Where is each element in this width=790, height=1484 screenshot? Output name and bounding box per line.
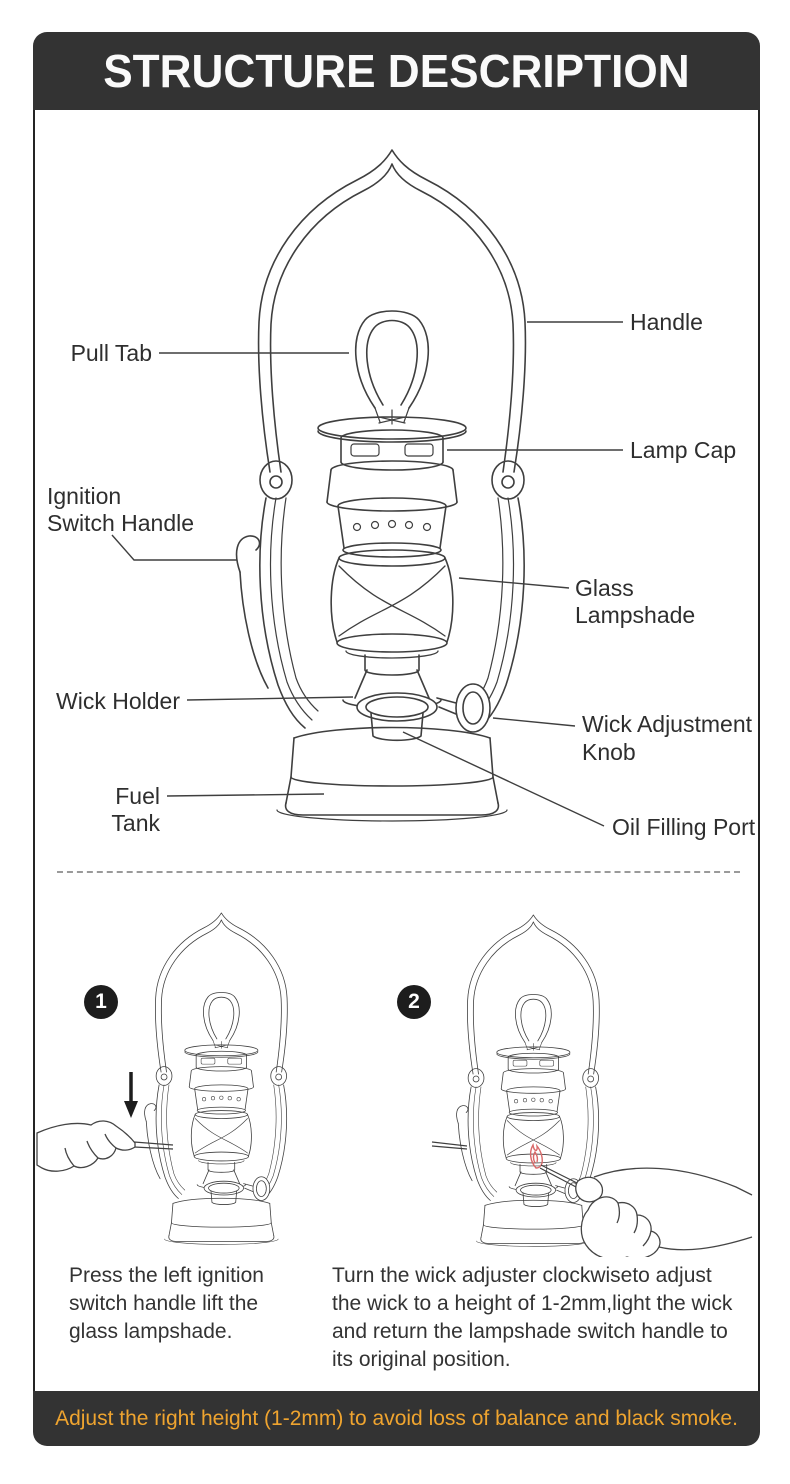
- press-arrow: [124, 1072, 138, 1118]
- step-2-badge: 2: [397, 985, 431, 1019]
- oil-filler-port: [356, 692, 438, 742]
- lantern-structure-diagram: [111, 149, 623, 827]
- label-oil-filling-port: Oil Filling Port: [612, 814, 756, 840]
- label-glass-lampshade: Glass Lampshade: [575, 575, 696, 628]
- label-fuel-tank: Fuel Tank: [111, 783, 160, 836]
- match-stick: [539, 1164, 578, 1188]
- leader-wick-adjustment-knob: [492, 717, 576, 727]
- hand-left: [36, 1120, 136, 1172]
- leader-lines: [111, 321, 623, 827]
- label-ignition-switch-handle: Ignition Switch Handle: [47, 483, 195, 536]
- vent-chimney: [337, 497, 447, 558]
- label-handle: Handle: [630, 309, 703, 335]
- step-1-text: Press the left ignition switch handle li…: [69, 1264, 264, 1343]
- card-footer: Adjust the right height (1-2mm) to avoid…: [33, 1391, 760, 1446]
- ignition-lever-rod: [133, 1141, 174, 1150]
- leader-glass-lampshade: [458, 577, 570, 589]
- lever-rod-left: [431, 1141, 468, 1150]
- tank-dome: [293, 726, 491, 739]
- label-pull-tab: Pull Tab: [70, 340, 152, 366]
- pivot-ears: [259, 460, 525, 500]
- flame-icon: [529, 1142, 543, 1169]
- leader-ignition-switch-handle: [111, 534, 237, 561]
- leader-fuel-tank: [166, 793, 325, 797]
- footer-note: Adjust the right height (1-2mm) to avoid…: [55, 1406, 738, 1430]
- instruction-card: STRUCTURE DESCRIPTION: [33, 32, 760, 1446]
- fuel-tank-base: [276, 737, 508, 822]
- step-2-text: Turn the wick adjuster clockwiseto adjus…: [332, 1264, 733, 1371]
- pull-tab-loop: [354, 310, 430, 425]
- page-title: STRUCTURE DESCRIPTION: [103, 45, 690, 97]
- label-wick-holder: Wick Holder: [56, 688, 180, 714]
- glass-globe: [330, 549, 454, 676]
- leader-wick-holder: [186, 696, 354, 701]
- lantern-line-art: [235, 149, 527, 822]
- step-1-badge: 1: [84, 985, 118, 1019]
- leader-oil-filling-port: [402, 731, 605, 827]
- side-frame-left: [259, 497, 319, 729]
- step-2-illustration: [431, 914, 753, 1257]
- hanging-handle: [257, 149, 527, 473]
- card-header: STRUCTURE DESCRIPTION: [33, 32, 760, 110]
- step-1-illustration: [36, 912, 288, 1245]
- guard-wires: [338, 565, 446, 637]
- hand-right: [575, 1167, 753, 1257]
- label-wick-adjustment-knob: Wick Adjustment Knob: [582, 711, 752, 765]
- card-body: Handle Pull Tab Lamp Cap Ignition Switch…: [33, 110, 760, 1391]
- ignition-hook: [235, 535, 269, 689]
- dashed-divider: [57, 871, 740, 873]
- label-lamp-cap: Lamp Cap: [630, 437, 737, 463]
- lamp-cap-assembly: [317, 416, 467, 512]
- wick-knob: [436, 683, 491, 733]
